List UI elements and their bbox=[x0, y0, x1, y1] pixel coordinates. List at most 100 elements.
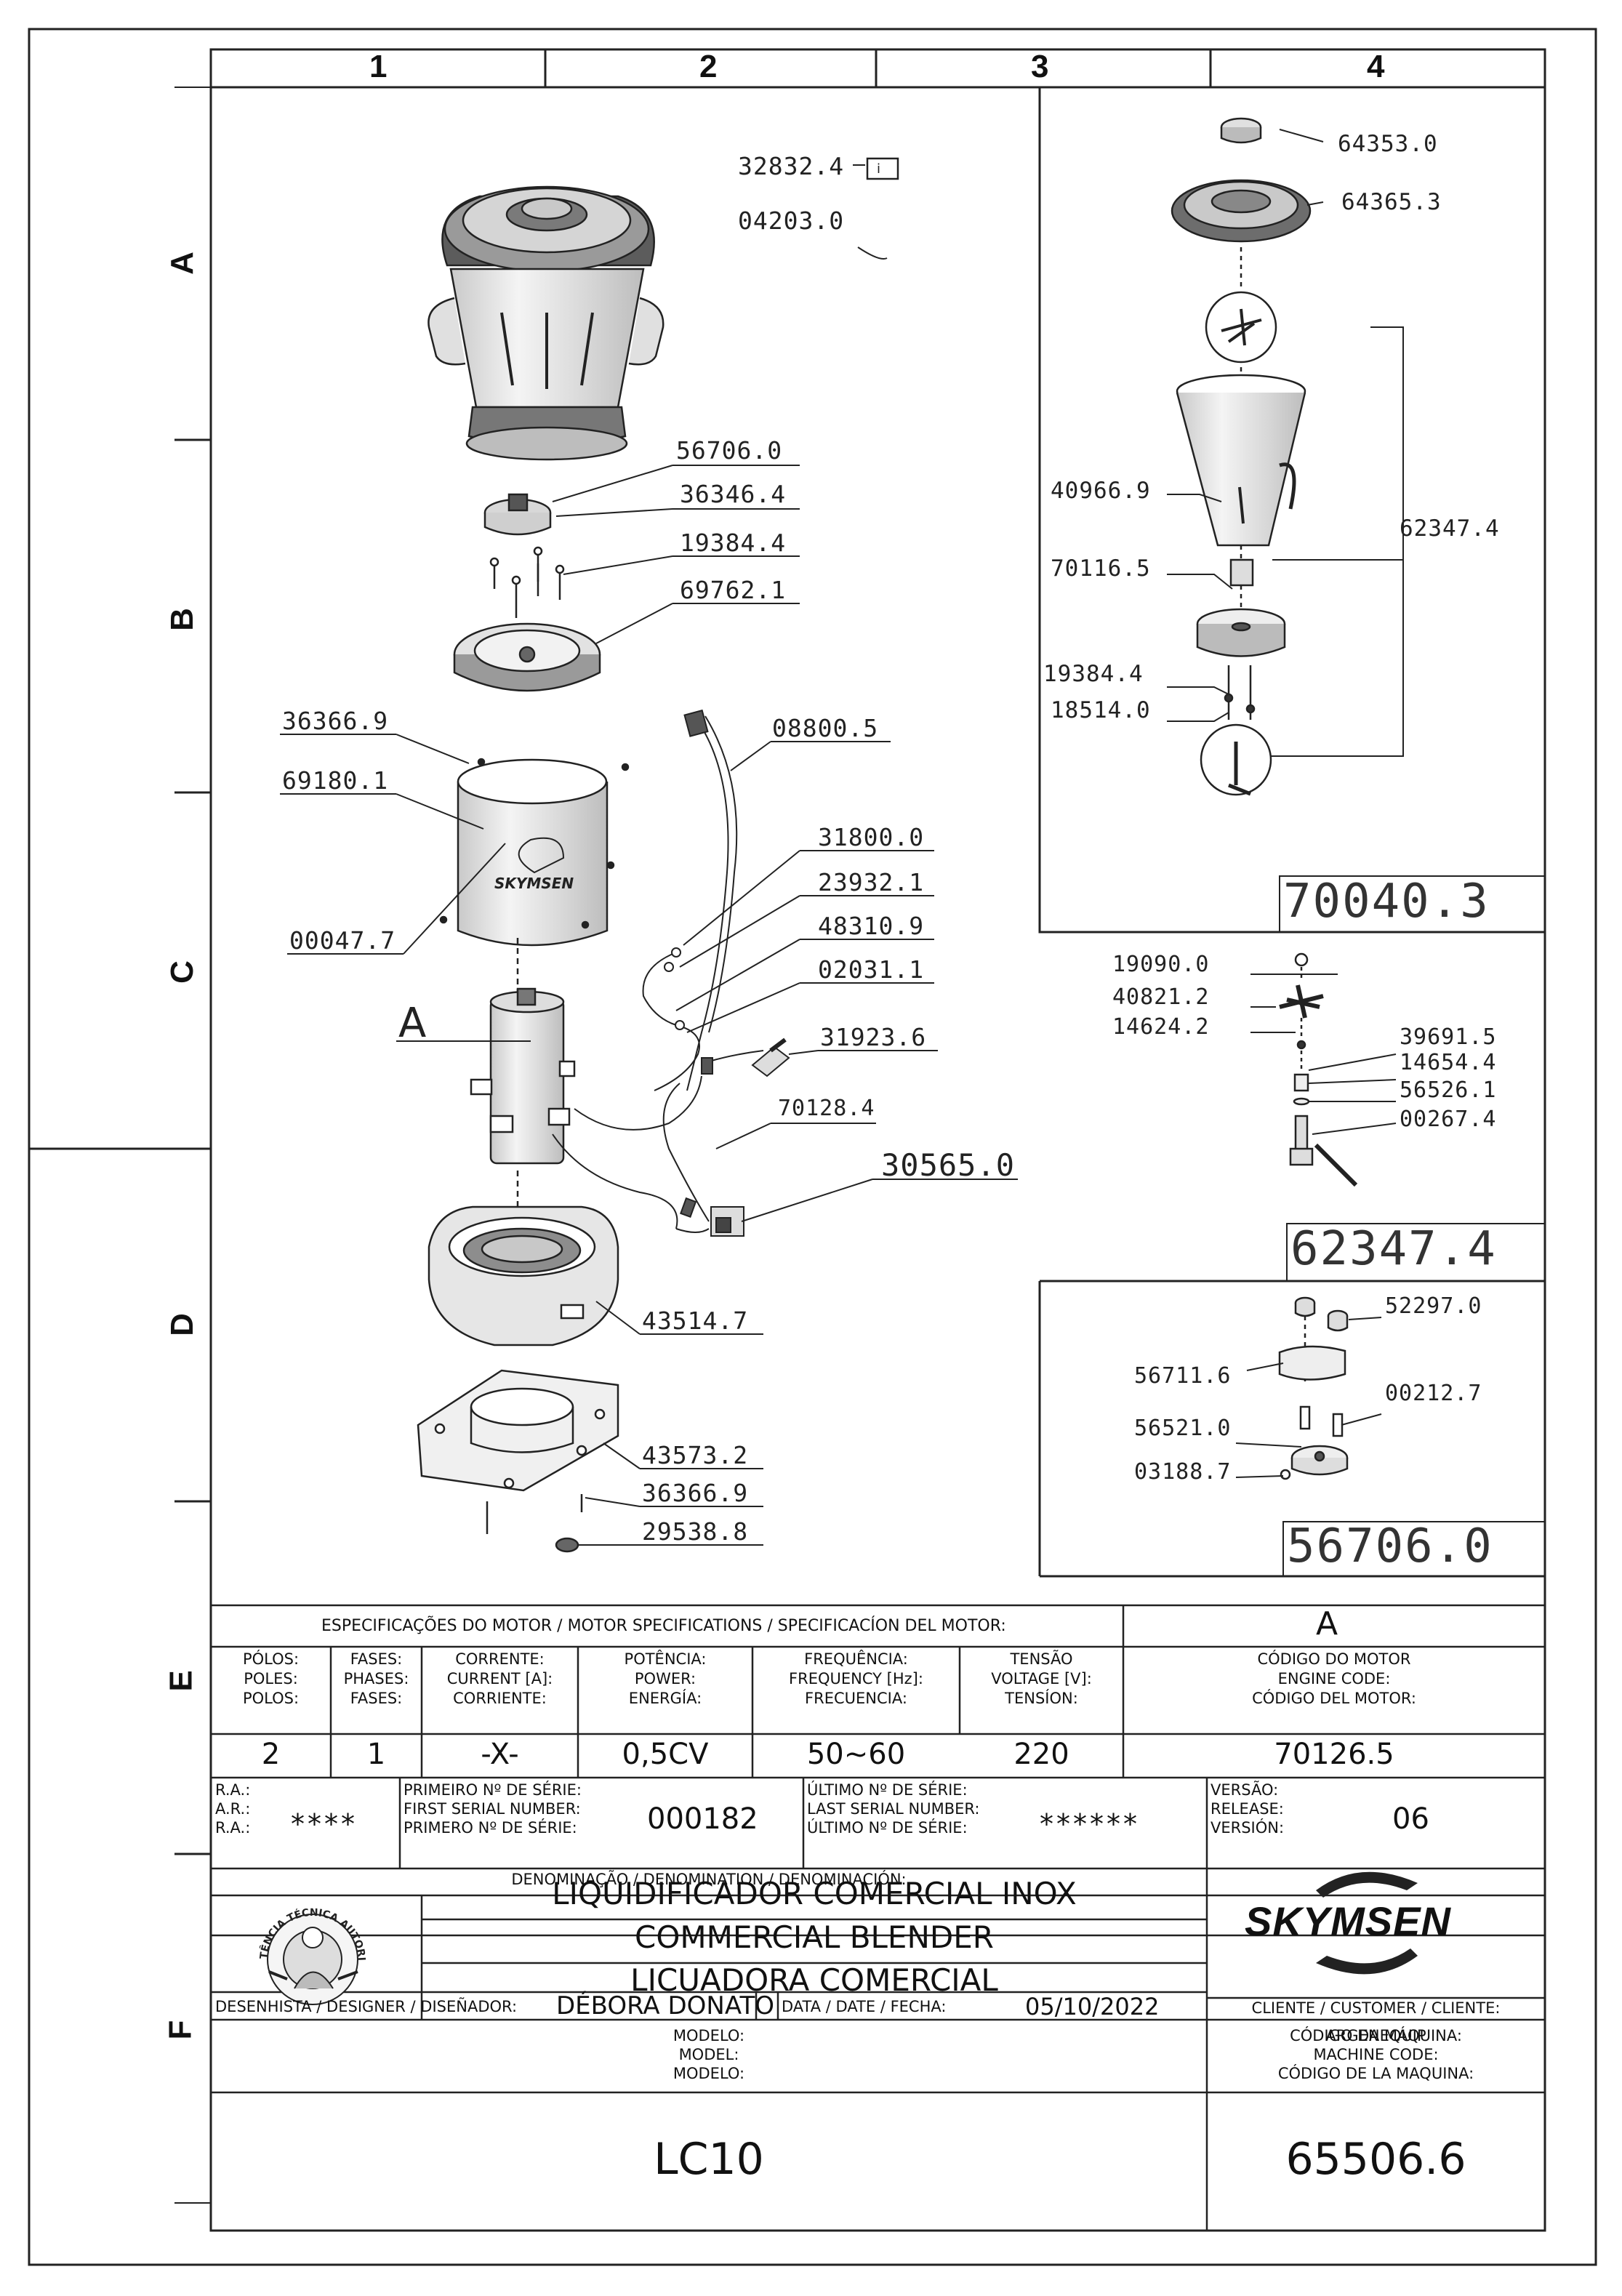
callout-14654: 14654.4 bbox=[1400, 1050, 1497, 1075]
ra-value: **** bbox=[291, 1808, 358, 1840]
spec-value-power: 0,5CV bbox=[622, 1738, 709, 1771]
callout-02031: 02031.1 bbox=[818, 955, 925, 984]
callout-19384: 19384.4 bbox=[680, 529, 787, 557]
designer-value: DÉBORA DONATO bbox=[556, 1991, 774, 2020]
spec-value-poles: 2 bbox=[261, 1738, 281, 1771]
spec-label-frequency: FREQUÊNCIA:FREQUENCY [Hz]:FRECUENCIA: bbox=[789, 1650, 923, 1707]
detail-blade-drawing bbox=[1250, 952, 1397, 1187]
callout-62347: 62347.4 bbox=[1400, 515, 1500, 542]
callout-manual: 32832.4 bbox=[738, 152, 845, 180]
callout-43573: 43573.2 bbox=[642, 1441, 749, 1469]
grid-row-d: D bbox=[164, 1313, 200, 1336]
model-value: LC10 bbox=[654, 2134, 764, 2185]
svg-text:SKYMSEN: SKYMSEN bbox=[494, 875, 574, 892]
motor-part bbox=[470, 987, 576, 1165]
callout-36366-top: 36366.9 bbox=[282, 707, 389, 735]
callout-23932: 23932.1 bbox=[818, 868, 925, 896]
callout-14624: 14624.2 bbox=[1112, 1014, 1210, 1040]
callout-56526: 56526.1 bbox=[1400, 1077, 1497, 1103]
callout-52297: 52297.0 bbox=[1385, 1293, 1482, 1319]
product-name-es: LICUADORA COMERCIAL bbox=[630, 1962, 998, 1998]
manual-icon bbox=[866, 157, 899, 180]
callout-29538: 29538.8 bbox=[642, 1517, 749, 1546]
denomination-header: DENOMINAÇÃO / DENOMINATION / DENOMINACIÓ… bbox=[511, 1871, 907, 1888]
callout-43514: 43514.7 bbox=[642, 1306, 749, 1335]
callout-31923: 31923.6 bbox=[820, 1023, 927, 1051]
product-name-pt: LIQUIDIFICADOR COMERCIAL INOX bbox=[552, 1876, 1077, 1911]
designer-label: DESENHISTA / DESIGNER / DISEÑADOR: bbox=[215, 1998, 518, 2015]
callout-36346: 36346.4 bbox=[680, 480, 787, 508]
grid-row-a: A bbox=[164, 252, 200, 275]
spec-value-engine-code: 70126.5 bbox=[1274, 1738, 1394, 1771]
first-serial-labels: PRIMEIRO Nº DE SÉRIE:FIRST SERIAL NUMBER… bbox=[404, 1781, 582, 1837]
coupling-part bbox=[483, 493, 552, 536]
grid-row-b: B bbox=[164, 608, 200, 631]
grid-col-3: 3 bbox=[1031, 49, 1049, 84]
callout-56706: 56706.0 bbox=[676, 436, 783, 465]
version-value: 06 bbox=[1392, 1802, 1429, 1836]
detail-coupling-code: 56706.0 bbox=[1287, 1520, 1493, 1573]
client-label: CLIENTE / CUSTOMER / CLIENTE: bbox=[1251, 1999, 1501, 2017]
callout-40966: 40966.9 bbox=[1051, 478, 1151, 504]
svg-text:i: i bbox=[877, 161, 880, 177]
date-label: DATA / DATE / FECHA: bbox=[782, 1998, 947, 2015]
detail-jar-code: 70040.3 bbox=[1283, 875, 1490, 928]
callout-70116: 70116.5 bbox=[1051, 555, 1151, 582]
callout-56711: 56711.6 bbox=[1134, 1363, 1232, 1389]
spec-label-power: POTÊNCIA:POWER:ENERGÍA: bbox=[624, 1650, 707, 1707]
jar-assembly bbox=[427, 185, 665, 461]
callout-00267: 00267.4 bbox=[1400, 1107, 1497, 1132]
drawing-frame bbox=[209, 48, 1546, 2232]
callout-48310: 48310.9 bbox=[818, 912, 925, 940]
date-value: 05/10/2022 bbox=[1025, 1993, 1160, 2020]
spec-value-phases: 1 bbox=[366, 1738, 386, 1771]
motor-spec-ref: A bbox=[1316, 1605, 1338, 1642]
machine-code-labels: CÓDIGO DA MÁQUINA:MACHINE CODE:CÓDIGO DE… bbox=[1277, 2027, 1474, 2082]
callout-08800: 08800.5 bbox=[772, 714, 879, 742]
callout-18514: 18514.0 bbox=[1051, 697, 1151, 723]
callout-30565: 30565.0 bbox=[881, 1147, 1016, 1183]
svg-text:ASSISTÊNCIA TÉCNICA AUTORIZADA: ASSISTÊNCIA TÉCNICA AUTORIZADA bbox=[258, 1903, 367, 1961]
callout-64353: 64353.0 bbox=[1338, 131, 1438, 157]
grid-row-e: E bbox=[163, 1670, 199, 1692]
service-badge-logo bbox=[267, 1914, 358, 2005]
callout-39691: 39691.5 bbox=[1400, 1024, 1497, 1050]
callout-64365: 64365.3 bbox=[1341, 189, 1442, 215]
skymsen-logo bbox=[1316, 1871, 1418, 1975]
grid-col-2: 2 bbox=[699, 49, 718, 84]
grid-row-f: F bbox=[162, 2020, 198, 2040]
ra-labels: R.A.:A.R.:R.A.: bbox=[215, 1781, 251, 1837]
callout-69762: 69762.1 bbox=[680, 576, 787, 604]
brand-name: SKYMSEN bbox=[1245, 1898, 1451, 1944]
last-serial-value: ****** bbox=[1040, 1808, 1140, 1840]
callout-56521: 56521.0 bbox=[1134, 1416, 1232, 1441]
service-badge-text: ASSISTÊNCIA TÉCNICA AUTORIZADA bbox=[258, 1903, 367, 1961]
client-value: ARGENEQUIP bbox=[1325, 2027, 1426, 2044]
spec-table-lines bbox=[211, 1604, 1545, 2231]
callout-00047: 00047.7 bbox=[289, 926, 396, 955]
callout-70128: 70128.4 bbox=[778, 1096, 875, 1121]
callout-00212: 00212.7 bbox=[1385, 1381, 1482, 1406]
first-serial-value: 000182 bbox=[647, 1802, 758, 1836]
leader-lines bbox=[280, 164, 1018, 1546]
wiring-harness bbox=[552, 709, 790, 1237]
motor-housing-part: SKYMSEN bbox=[439, 758, 630, 947]
spec-label-poles: PÓLOS:POLES:POLOS: bbox=[242, 1650, 300, 1707]
screws-upper bbox=[489, 546, 565, 618]
grid-col-1: 1 bbox=[369, 49, 388, 84]
callout-40821: 40821.2 bbox=[1112, 984, 1210, 1010]
callout-cable-tie: 04203.0 bbox=[738, 206, 845, 235]
callout-36366-bottom: 36366.9 bbox=[642, 1479, 749, 1507]
spec-label-current: CORRENTE:CURRENT [A]:CORRIENTE: bbox=[446, 1650, 553, 1707]
last-serial-labels: ÚLTIMO Nº DE SÉRIE:LAST SERIAL NUMBER:ÚL… bbox=[807, 1781, 980, 1837]
callout-19090: 19090.0 bbox=[1112, 952, 1210, 977]
motor-letter-callout: A bbox=[398, 1000, 427, 1047]
base-plate-part bbox=[417, 1369, 619, 1553]
callout-03188: 03188.7 bbox=[1134, 1459, 1232, 1485]
version-labels: VERSÃO:RELEASE:VERSIÓN: bbox=[1211, 1781, 1285, 1837]
callout-31800: 31800.0 bbox=[818, 823, 925, 851]
outer-frame bbox=[28, 28, 1597, 2266]
product-name-en: COMMERCIAL BLENDER bbox=[635, 1919, 994, 1955]
